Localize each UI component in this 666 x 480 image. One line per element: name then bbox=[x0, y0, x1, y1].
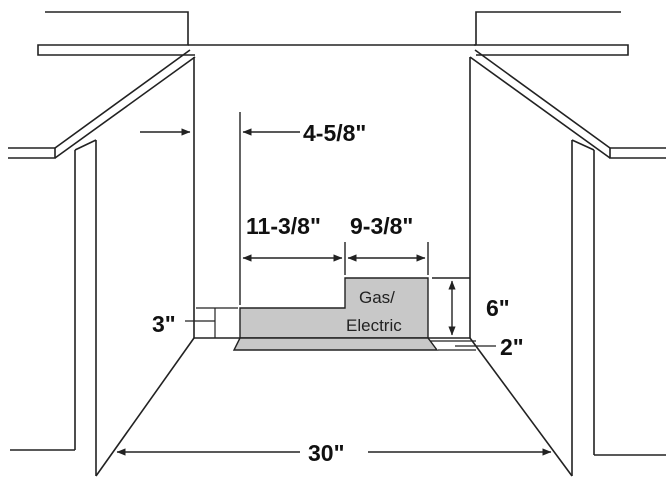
countertop bbox=[37, 11, 629, 56]
utility-zone-floor bbox=[232, 337, 439, 351]
right-zone-width-label: 9-3/8" bbox=[350, 213, 413, 239]
right-counter-diag-bottom bbox=[469, 56, 611, 159]
cabinet-width-label: 30" bbox=[308, 440, 345, 466]
left-counter-diag-top bbox=[54, 49, 191, 149]
left-cabinet-top-link bbox=[74, 139, 97, 151]
step-height-label: 6" bbox=[486, 295, 510, 321]
bottom-gap-dimension bbox=[430, 340, 496, 351]
setback-dimension bbox=[140, 112, 300, 305]
utility-zone: Gas/ Electric bbox=[232, 277, 439, 351]
left-zone-width-label: 11-3/8" bbox=[246, 213, 321, 239]
zone-label-electric: Electric bbox=[346, 316, 402, 335]
right-countertop-back bbox=[474, 11, 629, 56]
step-height-dimension bbox=[432, 277, 470, 336]
right-counter-diag-top bbox=[474, 49, 611, 149]
right-cabinet-top-link bbox=[571, 139, 595, 151]
right-floor-line bbox=[469, 337, 573, 477]
left-floor-line bbox=[95, 337, 195, 477]
width-dimensions bbox=[242, 242, 429, 275]
left-counter-edge bbox=[8, 147, 56, 159]
setback-label: 4-5/8" bbox=[303, 120, 366, 146]
bottom-gap-label: 2" bbox=[500, 334, 524, 360]
base-height-label: 3" bbox=[152, 311, 176, 337]
base-height-dimension bbox=[185, 307, 238, 338]
zone-label-gas: Gas/ bbox=[359, 288, 395, 307]
right-cabinet bbox=[469, 49, 666, 477]
left-counter-diag-bottom bbox=[54, 56, 196, 159]
left-countertop-back bbox=[37, 11, 195, 56]
right-counter-edge bbox=[609, 147, 666, 159]
left-cabinet bbox=[8, 49, 196, 477]
